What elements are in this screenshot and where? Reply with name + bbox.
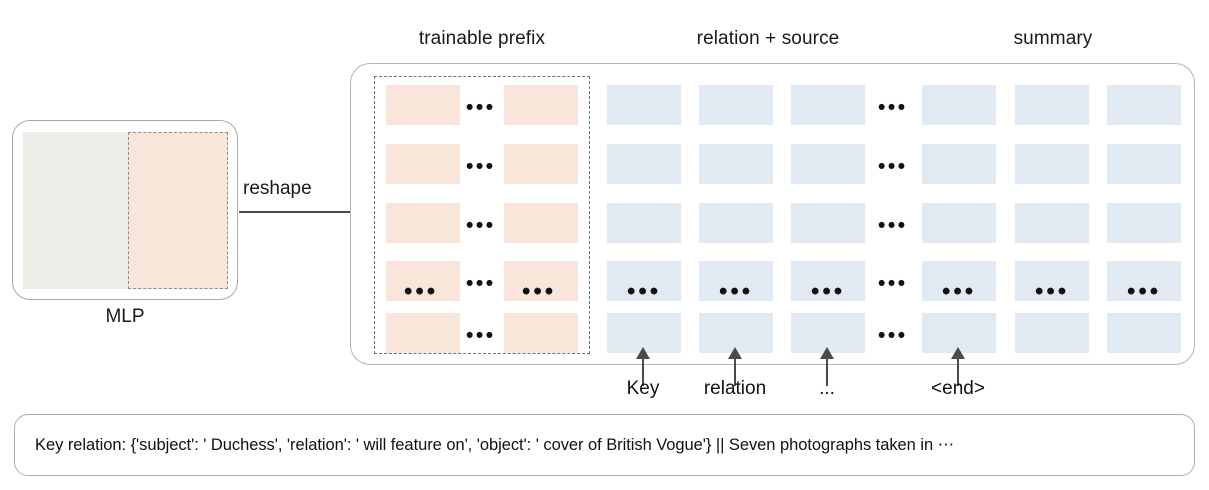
token-cell-relation-c2-r4 <box>699 261 773 301</box>
token-cell-summary-c2-r4 <box>1015 261 1089 301</box>
token-cell-prefix-c1-r3 <box>386 203 460 243</box>
relation-row-ellipsis-r3: ••• <box>878 214 908 237</box>
arrow-relation-label: relation <box>703 378 767 399</box>
token-cell-prefix-c1-r5 <box>386 313 460 353</box>
section-label-relation-source: relation + source <box>696 28 840 49</box>
token-cell-relation-c1-r4 <box>607 261 681 301</box>
token-cell-summary-c1-r5 <box>922 313 996 353</box>
token-cell-prefix-c2-r2 <box>504 144 578 184</box>
arrow-end-head-icon <box>950 347 965 359</box>
token-cell-summary-c1-r2 <box>922 144 996 184</box>
token-cell-summary-c3-r5 <box>1107 313 1181 353</box>
prefix-row-ellipsis-r4: ••• <box>466 272 496 295</box>
token-cell-summary-c3-r3 <box>1107 203 1181 243</box>
arrow-end-line <box>957 358 959 386</box>
token-cell-summary-c3-r1 <box>1107 85 1181 125</box>
mlp-peach-region <box>128 132 228 289</box>
relation-col-ellipsis-c3: ••• <box>811 278 846 305</box>
token-cell-summary-c2-r1 <box>1015 85 1089 125</box>
arrow-key-line <box>642 358 644 386</box>
section-label-trainable-prefix: trainable prefix <box>418 28 546 49</box>
reshape-label: reshape <box>243 178 312 199</box>
arrow-relation-head-icon <box>727 347 742 359</box>
arrow-ellipsis-head-icon <box>819 347 834 359</box>
token-cell-relation-c1-r5 <box>607 313 681 353</box>
token-cell-prefix-c2-r5 <box>504 313 578 353</box>
relation-col-ellipsis-c1: ••• <box>627 278 662 305</box>
prefix-col-ellipsis-c1: ••• <box>404 278 439 305</box>
arrow-key-head-icon <box>635 347 650 359</box>
prefix-row-ellipsis-r3: ••• <box>466 214 496 237</box>
mlp-block <box>12 120 238 300</box>
token-cell-relation-c2-r5 <box>699 313 773 353</box>
token-cell-relation-c2-r2 <box>699 144 773 184</box>
token-cell-summary-c3-r4 <box>1107 261 1181 301</box>
prefix-row-ellipsis-r1: ••• <box>466 96 496 119</box>
reshape-arrow-line <box>239 211 365 213</box>
prefix-row-ellipsis-r2: ••• <box>466 155 496 178</box>
trainable-prefix-dashed-boundary <box>374 76 590 354</box>
token-cell-relation-c3-r4 <box>791 261 865 301</box>
prefix-col-ellipsis-c2: ••• <box>522 278 557 305</box>
token-cell-relation-c1-r1 <box>607 85 681 125</box>
example-sentence-box: Key relation: {'subject': ' Duchess', 'r… <box>14 414 1195 476</box>
summary-col-ellipsis-c1: ••• <box>942 278 977 305</box>
mlp-green-region <box>23 132 128 289</box>
token-cell-relation-c3-r5 <box>791 313 865 353</box>
arrow-end-label: <end> <box>931 378 985 399</box>
token-cell-summary-c3-r2 <box>1107 144 1181 184</box>
token-cell-prefix-c1-r1 <box>386 85 460 125</box>
arrow-ellipsis-line <box>826 358 828 386</box>
token-cell-prefix-c2-r4 <box>504 261 578 301</box>
relation-row-ellipsis-r2: ••• <box>878 155 908 178</box>
token-cell-relation-c2-r1 <box>699 85 773 125</box>
token-cell-summary-c2-r3 <box>1015 203 1089 243</box>
example-sentence-text: Key relation: {'subject': ' Duchess', 'r… <box>35 436 955 454</box>
token-cell-relation-c1-r3 <box>607 203 681 243</box>
token-cell-prefix-c1-r4 <box>386 261 460 301</box>
token-cell-relation-c1-r2 <box>607 144 681 184</box>
mlp-label: MLP <box>105 306 145 327</box>
token-cell-relation-c3-r3 <box>791 203 865 243</box>
relation-row-ellipsis-r5: ••• <box>878 324 908 347</box>
relation-col-ellipsis-c2: ••• <box>719 278 754 305</box>
relation-row-ellipsis-r1: ••• <box>878 96 908 119</box>
token-cell-summary-c2-r2 <box>1015 144 1089 184</box>
token-cell-relation-c2-r3 <box>699 203 773 243</box>
summary-col-ellipsis-c3: ••• <box>1127 278 1162 305</box>
token-cell-prefix-c2-r1 <box>504 85 578 125</box>
token-cell-summary-c2-r5 <box>1015 313 1089 353</box>
relation-row-ellipsis-r4: ••• <box>878 272 908 295</box>
arrow-key-label: Key <box>626 378 660 399</box>
token-cell-summary-c1-r1 <box>922 85 996 125</box>
token-cell-relation-c3-r1 <box>791 85 865 125</box>
arrow-ellipsis-label: ... <box>819 378 835 399</box>
token-cell-prefix-c2-r3 <box>504 203 578 243</box>
token-cell-relation-c3-r2 <box>791 144 865 184</box>
token-cell-summary-c1-r3 <box>922 203 996 243</box>
section-label-summary: summary <box>1013 28 1093 49</box>
arrow-relation-line <box>734 358 736 386</box>
token-cell-prefix-c1-r2 <box>386 144 460 184</box>
summary-col-ellipsis-c2: ••• <box>1035 278 1070 305</box>
prefix-row-ellipsis-r5: ••• <box>466 324 496 347</box>
token-cell-summary-c1-r4 <box>922 261 996 301</box>
